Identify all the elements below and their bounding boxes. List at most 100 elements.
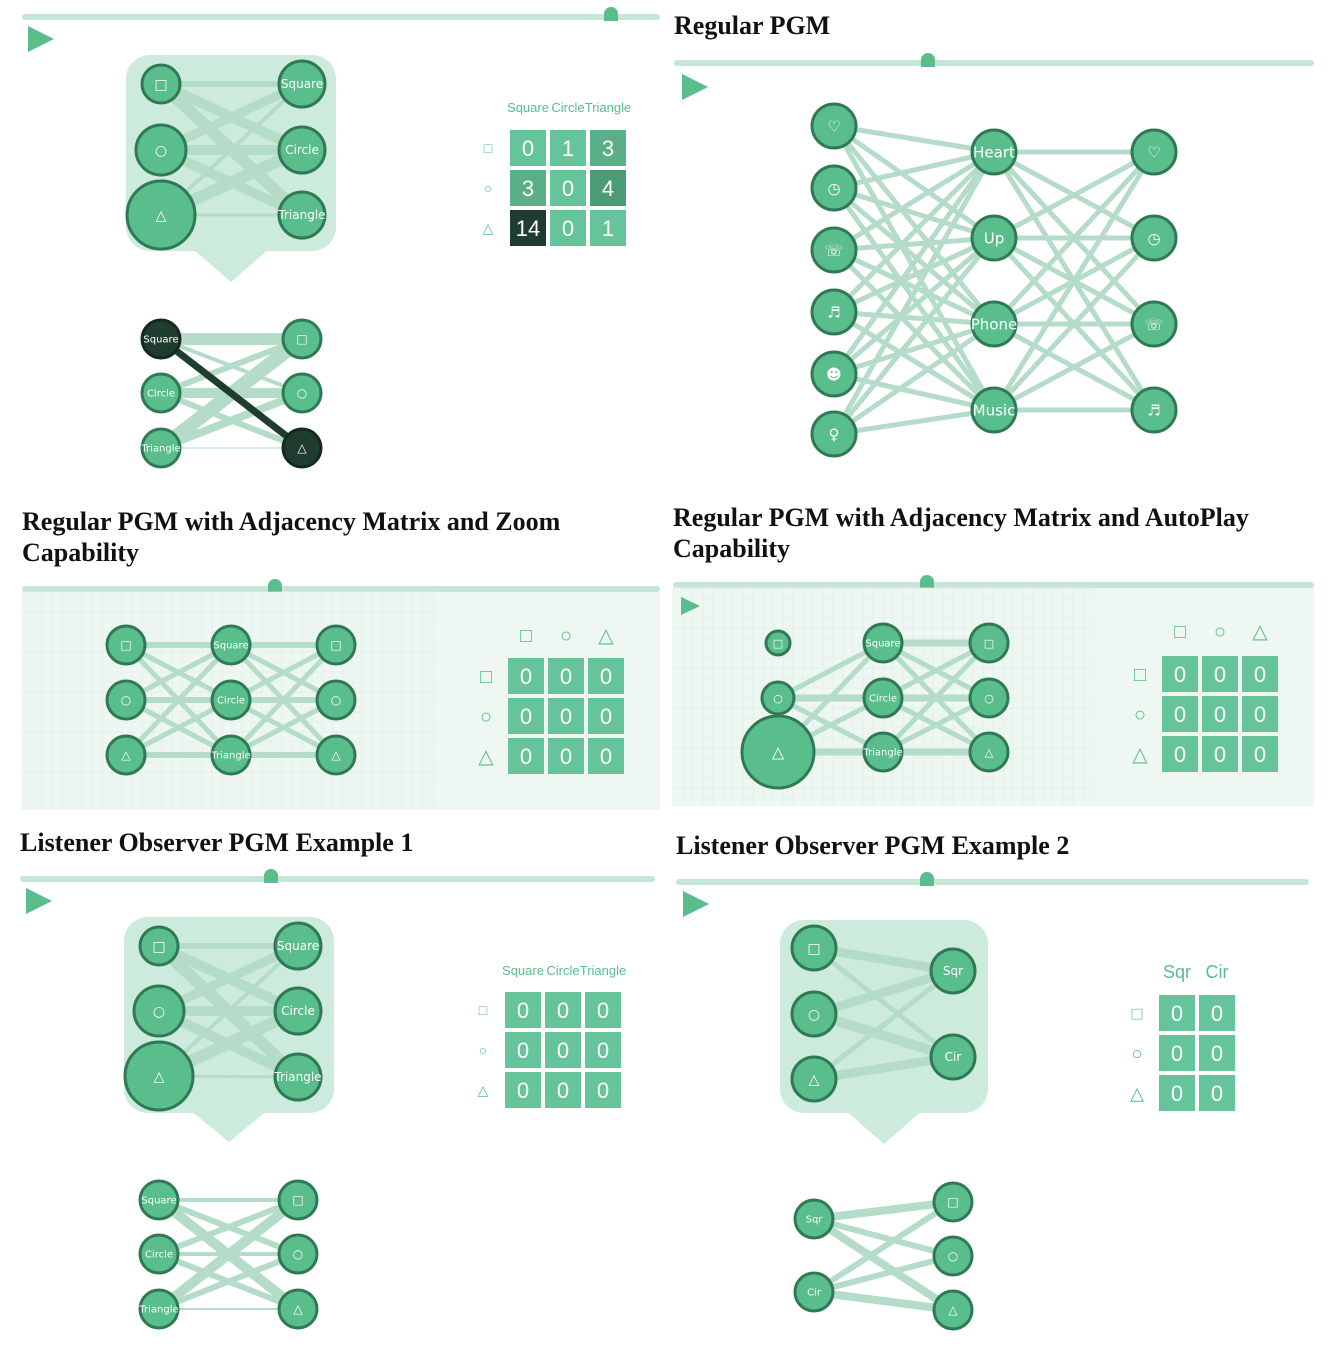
- graph-node[interactable]: ○: [760, 680, 796, 716]
- graph-node[interactable]: Triangle: [273, 1052, 323, 1102]
- node-circle[interactable]: [105, 624, 147, 666]
- graph-node[interactable]: Square: [138, 1179, 180, 1221]
- node-circle[interactable]: [790, 1055, 838, 1103]
- matrix-cell[interactable]: [1159, 995, 1195, 1031]
- node-circle[interactable]: [1130, 300, 1178, 348]
- graph-node[interactable]: ○: [132, 984, 186, 1038]
- node-circle[interactable]: [123, 1040, 195, 1112]
- graph-node[interactable]: ♀: [810, 410, 858, 458]
- node-circle[interactable]: [210, 734, 252, 776]
- graph-node[interactable]: △: [123, 1040, 195, 1112]
- node-circle[interactable]: [277, 1233, 319, 1275]
- node-circle[interactable]: [138, 1233, 180, 1275]
- graph-node[interactable]: Circle: [140, 372, 182, 414]
- graph-node[interactable]: ◷: [810, 164, 858, 212]
- graph-node[interactable]: ○: [134, 123, 188, 177]
- graph-node[interactable]: ○: [105, 679, 147, 721]
- node-circle[interactable]: [1130, 128, 1178, 176]
- node-circle[interactable]: [932, 1289, 974, 1331]
- matrix-cell[interactable]: [1242, 736, 1278, 772]
- matrix-cell[interactable]: [510, 130, 546, 166]
- slider-handle[interactable]: [268, 579, 282, 593]
- play-button[interactable]: [28, 26, 54, 52]
- graph-node[interactable]: △: [315, 734, 357, 776]
- node-circle[interactable]: [760, 680, 796, 716]
- node-circle[interactable]: [210, 679, 252, 721]
- graph-node[interactable]: Square: [277, 59, 327, 109]
- graph-node[interactable]: Music: [970, 386, 1018, 434]
- node-circle[interactable]: [132, 984, 186, 1038]
- matrix-cell[interactable]: [588, 738, 624, 774]
- node-circle[interactable]: [210, 624, 252, 666]
- node-circle[interactable]: [968, 731, 1010, 773]
- node-circle[interactable]: [315, 679, 357, 721]
- node-circle[interactable]: [281, 427, 323, 469]
- node-circle[interactable]: [273, 921, 323, 971]
- graph-node[interactable]: ☻: [810, 350, 858, 398]
- graph-node[interactable]: □: [932, 1181, 974, 1223]
- node-circle[interactable]: [790, 924, 838, 972]
- timeline-slider[interactable]: [20, 869, 655, 883]
- matrix-cell[interactable]: [508, 658, 544, 694]
- matrix-cell[interactable]: [505, 1072, 541, 1108]
- graph-node[interactable]: ○: [277, 1233, 319, 1275]
- graph-node[interactable]: Triangle: [277, 190, 327, 240]
- graph-node[interactable]: ○: [281, 372, 323, 414]
- graph-node[interactable]: △: [281, 427, 323, 469]
- graph-node[interactable]: □: [138, 925, 180, 967]
- matrix-cell[interactable]: [588, 658, 624, 694]
- node-circle[interactable]: [862, 677, 904, 719]
- matrix-cell[interactable]: [550, 170, 586, 206]
- play-button[interactable]: [681, 597, 700, 615]
- graph-node[interactable]: △: [790, 1055, 838, 1103]
- node-circle[interactable]: [810, 410, 858, 458]
- timeline-slider[interactable]: [674, 53, 1314, 67]
- node-circle[interactable]: [810, 102, 858, 150]
- node-circle[interactable]: [970, 128, 1018, 176]
- matrix-cell[interactable]: [1162, 656, 1198, 692]
- node-circle[interactable]: [929, 947, 977, 995]
- node-circle[interactable]: [273, 1052, 323, 1102]
- graph-node[interactable]: △: [932, 1289, 974, 1331]
- node-circle[interactable]: [105, 679, 147, 721]
- node-circle[interactable]: [140, 318, 182, 360]
- graph-node[interactable]: ♡: [810, 102, 858, 150]
- graph-node[interactable]: Triangle: [138, 1288, 180, 1330]
- node-circle[interactable]: [1130, 214, 1178, 262]
- node-circle[interactable]: [125, 179, 197, 251]
- timeline-slider[interactable]: [22, 7, 660, 21]
- play-button[interactable]: [26, 888, 52, 914]
- matrix-cell[interactable]: [1199, 1035, 1235, 1071]
- graph-node[interactable]: Circle: [210, 679, 252, 721]
- node-circle[interactable]: [277, 1179, 319, 1221]
- graph-node[interactable]: Circle: [138, 1233, 180, 1275]
- node-circle[interactable]: [932, 1235, 974, 1277]
- matrix-cell[interactable]: [590, 210, 626, 246]
- node-circle[interactable]: [970, 300, 1018, 348]
- matrix-cell[interactable]: [1202, 656, 1238, 692]
- graph-node[interactable]: ♡: [1130, 128, 1178, 176]
- graph-node[interactable]: □: [315, 624, 357, 666]
- node-circle[interactable]: [790, 990, 838, 1038]
- node-circle[interactable]: [740, 714, 816, 790]
- node-circle[interactable]: [1130, 386, 1178, 434]
- graph-node[interactable]: Square: [210, 624, 252, 666]
- play-button[interactable]: [683, 891, 709, 917]
- graph-node[interactable]: Triangle: [140, 427, 182, 469]
- node-circle[interactable]: [277, 1288, 319, 1330]
- graph-node[interactable]: Sqr: [793, 1198, 835, 1240]
- matrix-cell[interactable]: [1159, 1075, 1195, 1111]
- node-circle[interactable]: [968, 622, 1010, 664]
- matrix-cell[interactable]: [510, 210, 546, 246]
- node-circle[interactable]: [793, 1271, 835, 1313]
- graph-node[interactable]: Sqr: [929, 947, 977, 995]
- node-circle[interactable]: [810, 164, 858, 212]
- graph-node[interactable]: ○: [790, 990, 838, 1038]
- graph-node[interactable]: Circle: [273, 986, 323, 1036]
- graph-node[interactable]: Cir: [793, 1271, 835, 1313]
- graph-node[interactable]: □: [968, 622, 1010, 664]
- node-circle[interactable]: [968, 677, 1010, 719]
- matrix-cell[interactable]: [508, 738, 544, 774]
- matrix-cell[interactable]: [585, 1072, 621, 1108]
- matrix-cell[interactable]: [1162, 736, 1198, 772]
